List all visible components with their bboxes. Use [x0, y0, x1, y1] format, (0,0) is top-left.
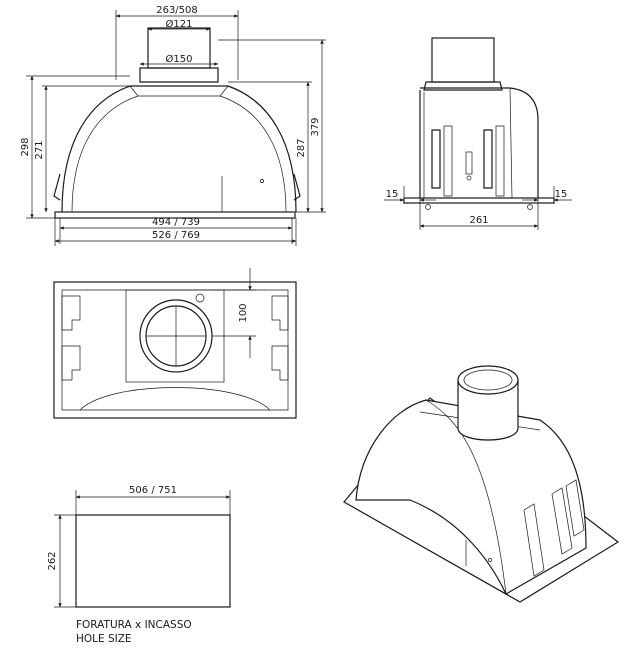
- front-body-outline: [61, 85, 297, 213]
- top-bracket-right-1: [271, 295, 289, 331]
- iso-duct-inner: [463, 369, 513, 391]
- label-flange-left: 15: [386, 189, 399, 200]
- iso-body-edge: [425, 399, 507, 595]
- front-corner-right: [219, 85, 229, 97]
- top-bracket-left-1: [61, 295, 81, 331]
- front-screw: [260, 179, 264, 183]
- top-bracket-right-2: [271, 345, 289, 381]
- side-body-outline: [419, 87, 539, 201]
- front-bracket-left: [53, 173, 61, 201]
- iso-bracket-1: [523, 503, 545, 577]
- iso-screw: [488, 558, 492, 562]
- caption-italian: FORATURA x INCASSO: [76, 619, 192, 631]
- label-flange-right: 15: [555, 189, 568, 200]
- label-duct-outer: Ø150: [166, 53, 193, 65]
- iso-bracket-3: [565, 479, 585, 537]
- hole-view: 506 / 751 262 FORATURA x INCASSO HOLE SI…: [47, 485, 231, 645]
- label-height-287: 287: [296, 138, 307, 157]
- label-hole-height: 262: [47, 551, 58, 570]
- iso-duct: [457, 380, 519, 441]
- label-offset: 100: [238, 303, 249, 322]
- label-top-width: 263/508: [156, 5, 198, 16]
- front-base-plate: [54, 211, 296, 219]
- front-duct: [147, 27, 211, 69]
- iso-duct-top: [457, 365, 519, 395]
- label-depth: 261: [469, 215, 488, 226]
- side-center-screw: [466, 175, 472, 181]
- iso-bracket-2: [551, 487, 573, 555]
- label-width-inner: 494 / 739: [152, 217, 200, 228]
- label-height-271: 271: [34, 140, 45, 159]
- front-body-inner: [71, 95, 287, 213]
- label-hole-width: 506 / 751: [129, 485, 177, 496]
- top-hood-curve: [79, 387, 271, 411]
- side-base-plate: [403, 197, 555, 204]
- label-duct-inner: Ø121: [166, 18, 193, 30]
- front-duct-flange: [139, 67, 219, 83]
- side-body-edge: [509, 87, 513, 199]
- top-view: 100: [53, 268, 297, 419]
- top-screw: [195, 293, 205, 303]
- front-corner-left: [129, 85, 139, 97]
- side-duct-flange: [423, 81, 503, 91]
- side-screw-right: [527, 204, 533, 210]
- side-bracket-right-2: [495, 125, 505, 197]
- side-bracket-left-2: [443, 125, 453, 197]
- label-height-298: 298: [20, 137, 31, 156]
- side-bracket-right: [483, 129, 493, 189]
- caption-english: HOLE SIZE: [76, 633, 132, 645]
- label-width-outer: 526 / 769: [152, 230, 200, 241]
- side-bracket-left: [431, 129, 441, 189]
- front-bracket-right: [293, 173, 301, 201]
- side-view: 15 15 261: [384, 37, 572, 230]
- front-view: 263/508 Ø121 Ø150 298 271 287 379 494 / …: [20, 5, 326, 246]
- iso-body: [355, 399, 587, 595]
- isometric-view: [343, 365, 620, 603]
- top-outer-plate: [53, 281, 297, 419]
- label-height-379: 379: [310, 117, 321, 136]
- side-screw-left: [425, 204, 431, 210]
- side-center-clip: [465, 151, 473, 175]
- side-duct: [431, 37, 495, 83]
- top-bracket-left-2: [61, 345, 81, 381]
- hole-rectangle: [75, 514, 231, 608]
